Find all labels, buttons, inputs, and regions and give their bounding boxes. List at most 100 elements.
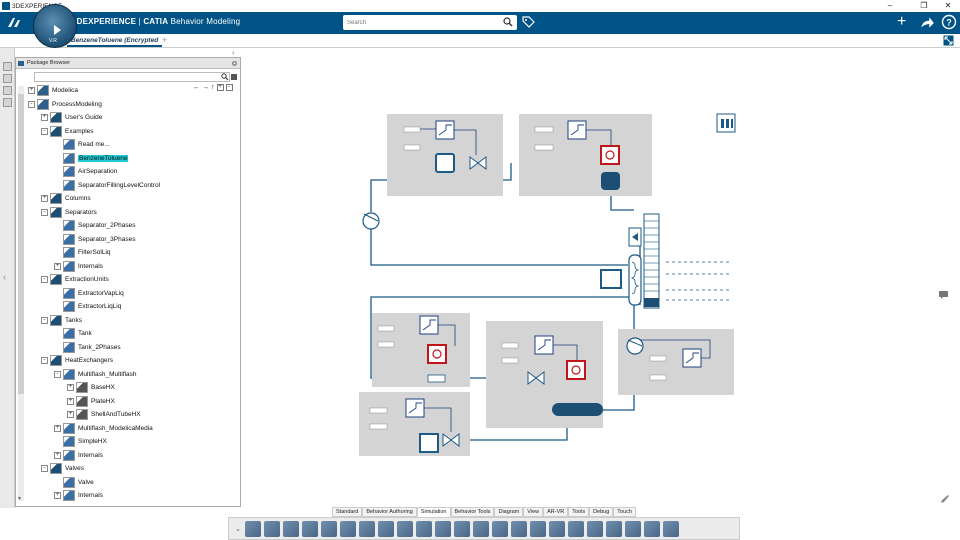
tree-item[interactable]: -Separators [41,206,97,219]
tree-expander-icon[interactable]: - [41,316,48,324]
action-tab[interactable]: Behavior Authoring [362,507,417,517]
tree-options-icon[interactable] [230,73,238,81]
tree-item[interactable]: FilterSolLiq [54,246,111,259]
action-tab[interactable]: Behavior Tools [450,507,495,517]
collapse-all-icon[interactable]: - [225,84,233,91]
copy-icon[interactable] [263,520,280,537]
compass-widget[interactable]: V.R [33,4,77,48]
tree-item[interactable]: SeparatorFillingLevelControl [54,179,160,192]
screenshot-icon[interactable] [643,520,660,537]
action-tab[interactable]: Diagram [494,507,524,517]
tree-item[interactable]: -ExtractionUnits [41,273,109,286]
back-arrow-icon[interactable]: ← [193,84,200,91]
restore-icon[interactable]: ❐ [920,1,928,10]
tree-item[interactable]: ExtractorLiqLiq [54,300,121,313]
action-tab[interactable]: Debug [589,507,614,517]
scroll-down-icon[interactable]: ▾ [18,496,22,502]
tree-item[interactable]: +Multiflash_ModelicaMedia [54,422,153,435]
tree-item[interactable]: -HeatExchangers [41,354,113,367]
info-icon[interactable] [586,520,603,537]
control-block-6[interactable] [359,392,470,456]
tree-item[interactable]: -Tanks [41,314,82,327]
plot-icon[interactable] [434,520,451,537]
tree-item[interactable]: Separator_3Phases [54,233,135,246]
control-block-1[interactable] [387,114,503,196]
tree-item[interactable]: Tank_2Phases [54,341,121,354]
action-tab[interactable]: AR-VR [543,507,569,517]
tree-expander-icon[interactable]: + [54,451,61,459]
close-icon[interactable]: ✕ [944,1,952,10]
tools-icon[interactable] [662,520,679,537]
tree-item[interactable]: -Examples [41,125,94,138]
process-diagram[interactable] [242,48,960,508]
help-icon[interactable]: ? [941,14,957,30]
table-icon[interactable] [510,520,527,537]
tree-item[interactable]: +Internals [54,449,103,462]
paste-icon[interactable] [282,520,299,537]
tree-expander-icon[interactable]: - [41,208,48,216]
simulate-icon[interactable] [415,520,432,537]
action-tab[interactable]: Tools [568,507,590,517]
action-tab[interactable]: Touch [613,507,636,517]
compile-icon[interactable] [377,520,394,537]
tree-item[interactable]: +Modelica [28,84,78,97]
settings-block[interactable] [716,113,736,133]
add-icon[interactable]: + [897,13,907,30]
tree-expander-icon[interactable]: + [41,195,48,202]
tree-item[interactable]: +Internals [54,260,103,273]
share-icon[interactable] [919,15,935,31]
tree-item[interactable]: Valve [54,476,94,489]
distillation-column[interactable] [600,213,660,309]
zoom-icon[interactable] [320,520,337,537]
tree-expander-icon[interactable]: + [67,411,74,418]
tree-expander-icon[interactable]: + [54,262,61,270]
search-input[interactable] [343,15,493,30]
resize-icon[interactable] [491,520,508,537]
tree-item[interactable]: +PlateHX [67,395,115,408]
valve-1[interactable] [469,156,487,170]
control-block-5[interactable] [618,329,734,395]
tree-scrollbar[interactable] [18,86,24,501]
strip-button-3[interactable] [3,86,12,95]
tree-item[interactable]: +User's Guide [41,111,102,124]
strip-button-2[interactable] [3,74,12,83]
filter-search-icon[interactable] [221,73,229,81]
link-icon[interactable] [472,520,489,537]
tree-item[interactable]: BenzeneToluene [54,152,129,165]
new-tab-icon[interactable]: + [162,35,168,45]
collapse-left-icon[interactable]: ‹ [3,272,6,282]
tree-expander-icon[interactable]: + [28,87,35,94]
undo-icon[interactable] [301,520,318,537]
tree-item[interactable]: +BaseHX [67,381,115,394]
cut-icon[interactable] [244,520,261,537]
tree-expander-icon[interactable]: + [67,397,74,405]
tree-filter-input[interactable] [34,72,230,82]
tree-item[interactable]: SimpleHX [54,435,107,448]
tree-expander-icon[interactable]: - [28,100,35,108]
strip-button-4[interactable] [3,98,12,107]
tree-expander-icon[interactable]: - [41,276,48,283]
tree-expander-icon[interactable]: + [41,114,48,121]
check-icon[interactable] [453,520,470,537]
forward-arrow-icon[interactable]: → [202,84,209,91]
control-block-2[interactable] [519,114,652,196]
expand-all-icon[interactable]: + [216,84,224,91]
tree-scroll-thumb[interactable] [18,94,24,394]
tree-item[interactable]: Separator_2Phases [54,219,135,232]
tree-item[interactable]: +Columns [41,192,91,205]
panel-close-icon[interactable]: ‹ [232,48,235,57]
export-icon[interactable] [358,520,375,537]
tag-icon[interactable] [522,16,535,29]
action-tab[interactable]: View [523,507,544,517]
tree-item[interactable]: -Multiflash_Multiflash [54,368,137,381]
tree-expander-icon[interactable]: + [54,492,61,499]
tree-expander-icon[interactable]: + [54,424,61,432]
valve-2[interactable] [527,371,545,385]
tree-item[interactable]: +Internals [54,489,103,502]
minimize-icon[interactable]: – [887,1,893,10]
tree-expander-icon[interactable]: + [67,384,74,391]
play-icon[interactable] [605,520,622,537]
tree-expander-icon[interactable]: - [54,370,61,378]
pen-icon[interactable] [940,494,950,504]
pump-1[interactable] [362,212,380,230]
